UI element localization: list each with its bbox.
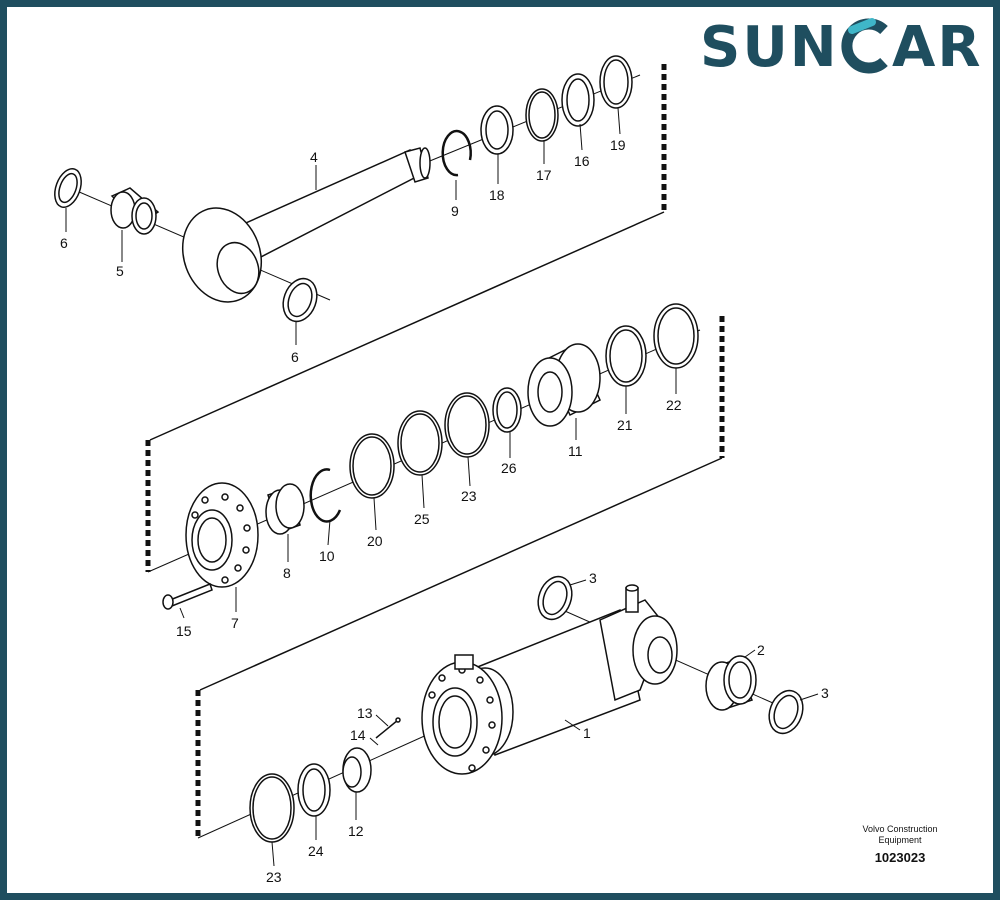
callout-21: 21: [617, 417, 633, 433]
callout-11: 11: [568, 443, 583, 459]
callout-6a: 6: [60, 235, 68, 251]
callout-10: 10: [319, 548, 335, 564]
callout-3a: 3: [589, 570, 597, 586]
bolt-15: [169, 583, 213, 607]
reference-block: Volvo Construction Equipment 1023023: [862, 824, 937, 865]
callout-3b: 3: [821, 685, 829, 701]
callout-1: 1: [583, 725, 591, 741]
piston-head-group: [162, 303, 699, 610]
callout-5: 5: [116, 263, 124, 279]
callout-8: 8: [283, 565, 291, 581]
publisher-line-2: Equipment: [878, 835, 922, 845]
callout-22: 22: [666, 397, 682, 413]
set-screw-13: [375, 719, 399, 739]
logo-text-ar: AR: [892, 15, 982, 80]
callout-2: 2: [757, 642, 765, 658]
suncar-logo: SUN AR: [700, 15, 982, 80]
callout-24: 24: [308, 843, 324, 859]
reference-number: 1023023: [875, 850, 926, 865]
logo-text-sun: SUN: [700, 15, 839, 80]
snap-ring-10: [309, 468, 342, 523]
callout-15: 15: [176, 623, 192, 639]
callout-23b: 23: [266, 869, 282, 885]
callout-4: 4: [310, 149, 318, 165]
tube-port: [454, 654, 474, 670]
snap-ring-9: [441, 129, 472, 177]
piston-rod-group: [54, 55, 633, 323]
callout-25: 25: [414, 511, 430, 527]
callout-9: 9: [451, 203, 459, 219]
cylinder-tube-group: [249, 575, 804, 843]
publisher-line-1: Volvo Construction: [862, 824, 937, 834]
callout-26: 26: [501, 460, 517, 476]
callout-7: 7: [231, 615, 239, 631]
bushing-5: [110, 191, 136, 229]
callout-19: 19: [610, 137, 626, 153]
callout-18: 18: [489, 187, 505, 203]
callout-17: 17: [536, 167, 552, 183]
callout-16: 16: [574, 153, 590, 169]
callout-6b: 6: [291, 349, 299, 365]
callout-12: 12: [348, 823, 364, 839]
callout-leaders: [65, 107, 819, 867]
logo-c-mark: [841, 18, 888, 74]
callout-14: 14: [350, 727, 366, 743]
callout-20: 20: [367, 533, 383, 549]
callout-labels: 6 5 4 6 9 18 17 16 19 22 21 11 26 23 25 …: [60, 137, 829, 885]
callout-13: 13: [357, 705, 373, 721]
callout-23a: 23: [461, 488, 477, 504]
